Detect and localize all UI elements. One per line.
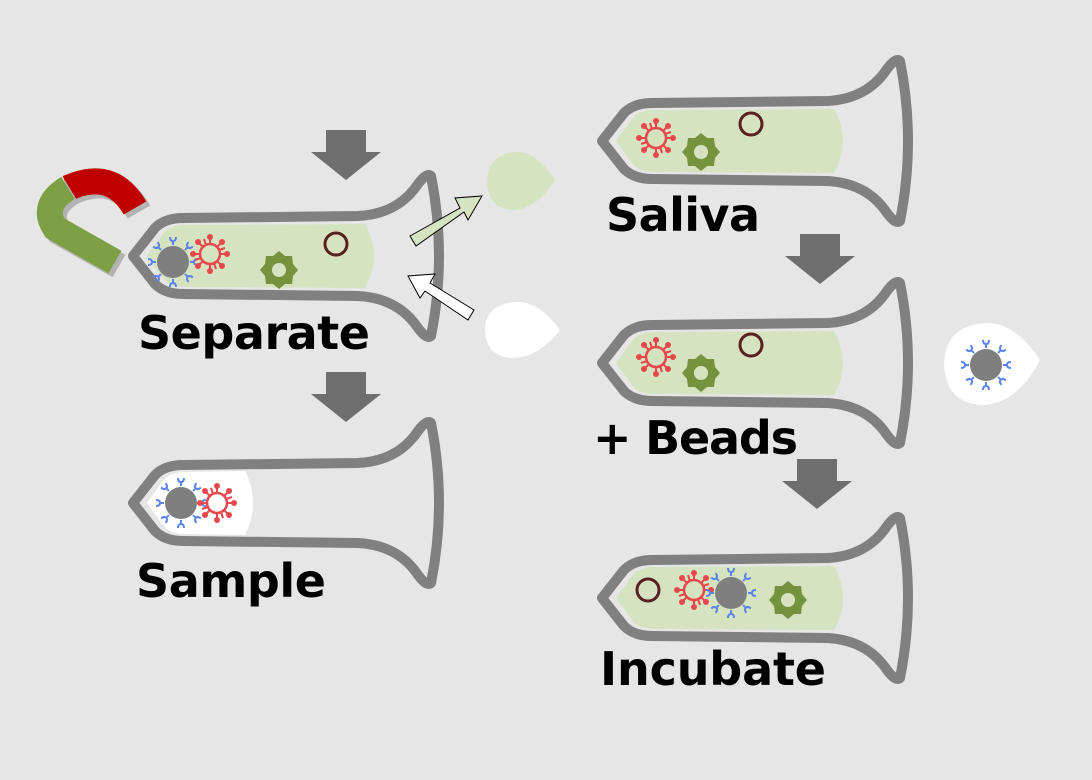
incubate-label: Incubate xyxy=(600,642,826,696)
saliva-liquid xyxy=(616,331,843,395)
saliva-label: Saliva xyxy=(606,188,760,242)
saliva-liquid xyxy=(616,109,843,173)
buffer-drop-icon xyxy=(485,301,560,358)
bead-drop-icon xyxy=(944,322,1040,405)
sample-label: Sample xyxy=(136,554,326,608)
add-buffer-arrow xyxy=(407,273,475,321)
waste-drop-icon xyxy=(487,151,555,210)
remove-supernatant-arrow xyxy=(409,195,483,247)
magnet-icon xyxy=(36,168,151,278)
beads-label: + Beads xyxy=(593,411,798,465)
separate-label: Separate xyxy=(138,306,370,360)
